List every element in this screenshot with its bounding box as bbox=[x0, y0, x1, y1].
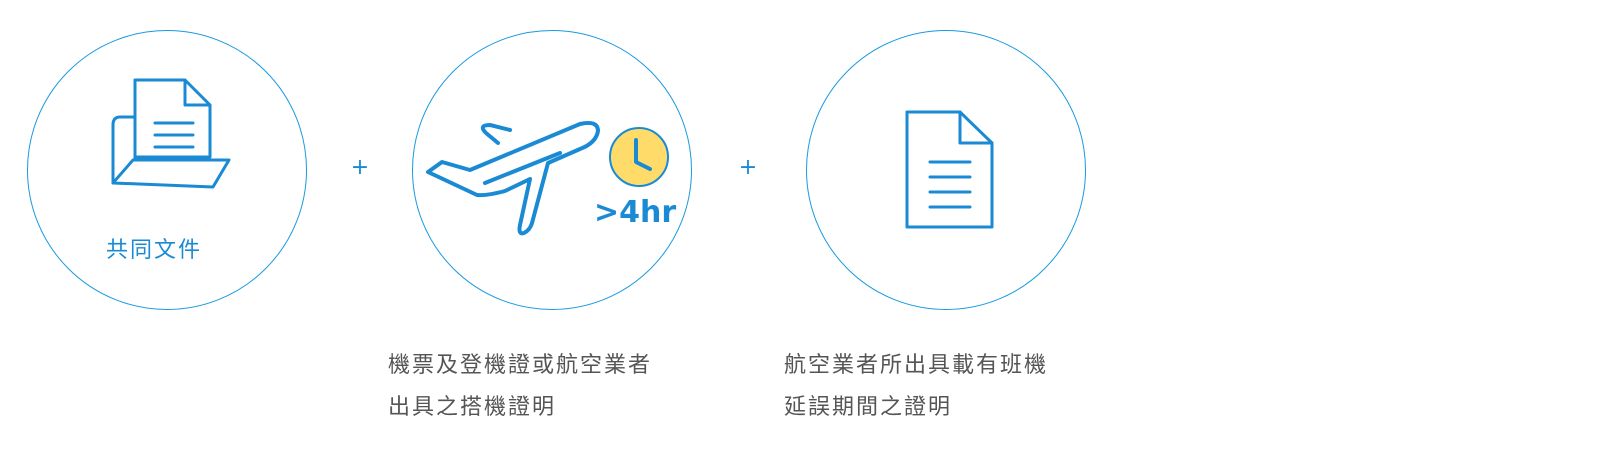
step-flight-delay-circle bbox=[412, 30, 692, 310]
folder-document-icon bbox=[111, 78, 231, 189]
step-delay-proof-circle bbox=[806, 30, 1086, 310]
delay-duration-label: >4hr bbox=[594, 195, 677, 230]
caption-line: 機票及登機證或航空業者 bbox=[388, 353, 653, 378]
boarding-proof-caption: 機票及登機證或航空業者 出具之搭機證明 bbox=[388, 345, 652, 429]
step-common-documents-circle bbox=[27, 30, 307, 310]
plus-sign: + bbox=[350, 155, 370, 180]
delay-proof-caption: 航空業者所出具載有班機 延誤期間之證明 bbox=[784, 345, 1048, 429]
plus-sign: + bbox=[738, 155, 758, 180]
clock-icon bbox=[609, 127, 669, 187]
caption-line: 延誤期間之證明 bbox=[784, 395, 953, 420]
caption-line: 航空業者所出具載有班機 bbox=[784, 353, 1049, 378]
common-documents-label: 共同文件 bbox=[106, 238, 203, 263]
airplane-icon bbox=[426, 120, 600, 236]
caption-line: 出具之搭機證明 bbox=[388, 395, 557, 420]
document-icon bbox=[905, 110, 994, 229]
